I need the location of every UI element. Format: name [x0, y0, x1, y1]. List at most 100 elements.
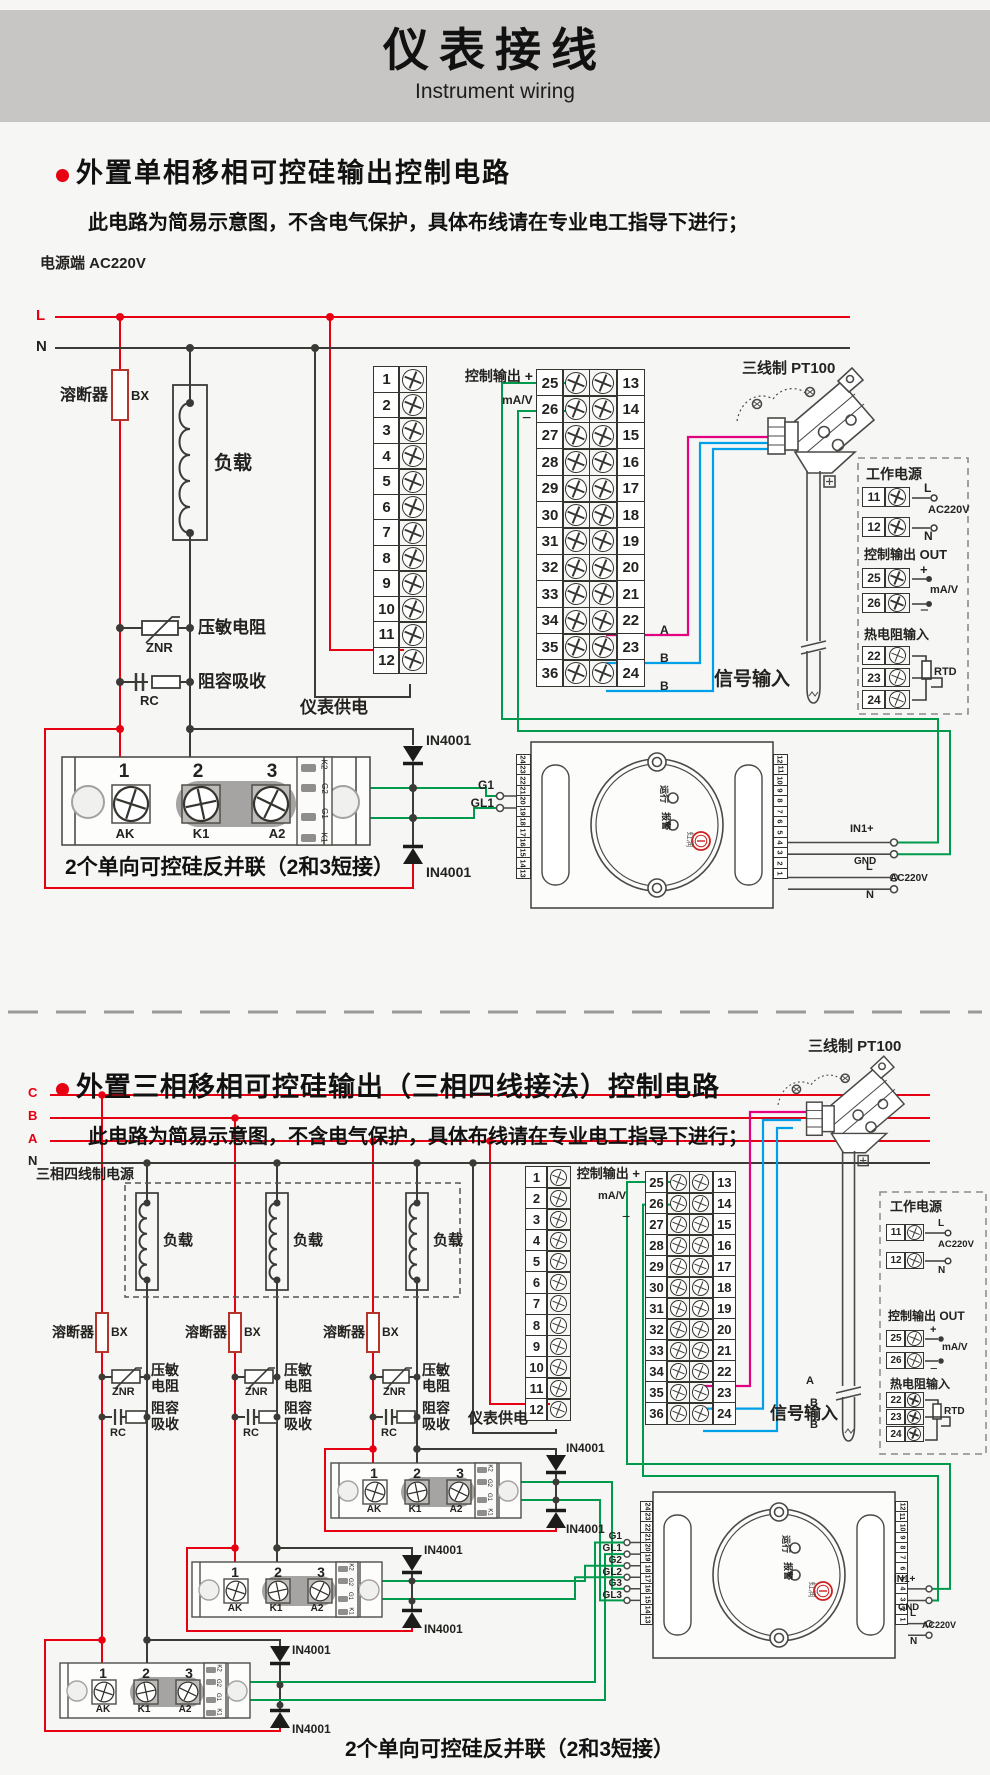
- s2-note: 此电路为简易示意图，不含电气保护，具体布线请在专业电工指导下进行；: [88, 1126, 748, 1148]
- s1-panel-row-11: 11: [862, 485, 911, 509]
- s2-fuse-code-3: BX: [382, 1325, 399, 1339]
- s2-fuse-code-2: BX: [244, 1325, 261, 1339]
- s1-panel-row-12: 12: [862, 515, 911, 539]
- terminal-screw-icon: [689, 1276, 712, 1299]
- terminal-screw-icon: [398, 441, 428, 471]
- terminal-screw-icon: [588, 421, 618, 451]
- terminal-row: 4: [373, 441, 428, 471]
- s2-fmod-in1: IN1+: [894, 1574, 916, 1585]
- s2-gate-gl1: GL1: [602, 1543, 622, 1554]
- s2-znr-icons: [111, 1367, 412, 1390]
- terminal-screw-icon: [667, 1318, 690, 1341]
- s2-znr-code-3: ZNR: [383, 1386, 406, 1398]
- s1-pt100-head: [736, 367, 875, 488]
- terminal-screw-icon: [588, 395, 618, 424]
- terminal-screw-icon: [398, 492, 428, 522]
- s1-power-label: 电源端 AC220V: [40, 255, 146, 272]
- terminal-row: 3: [525, 1208, 572, 1231]
- s1-gate-gl1: GL1: [470, 796, 494, 810]
- s1-diode-top: [401, 744, 425, 766]
- terminal-screw-icon: [667, 1360, 690, 1383]
- terminal-screw-icon: [667, 1339, 690, 1362]
- terminal-screw-icon: [547, 1398, 570, 1421]
- s1-fuse-icon: [111, 369, 129, 421]
- s2-panel-ctrl-out: 控制输出 OUT: [888, 1309, 965, 1323]
- terminal-screw-icon: [588, 632, 618, 662]
- s2-diode-t1-top: [268, 1644, 292, 1666]
- s1-green-wires: [314, 382, 951, 856]
- s2-fuse-label-1: 溶断器: [52, 1324, 94, 1340]
- terminal-row: 12: [525, 1398, 572, 1421]
- s2-fuse-label-2: 溶断器: [185, 1324, 227, 1340]
- terminal-screw-icon: [562, 447, 591, 477]
- terminal-screw-icon: [562, 553, 591, 583]
- terminal-screw-icon: [667, 1192, 690, 1215]
- terminal-screw-icon: [547, 1335, 570, 1358]
- terminal-screw-icon: [562, 527, 591, 556]
- terminal-screw-icon: [689, 1402, 712, 1425]
- s2-panel-work-power: 工作电源: [890, 1199, 943, 1214]
- s2-ctrl-out-plus: 控制输出 +: [576, 1166, 640, 1181]
- s1-fuse-label: 溶断器: [60, 387, 109, 404]
- terminal-row: 3: [373, 416, 428, 445]
- s1-junctions: [116, 313, 417, 822]
- terminal-screw-icon: [667, 1171, 690, 1194]
- s2-wire-b1: B: [810, 1397, 818, 1409]
- terminal-row: 6: [373, 492, 428, 522]
- terminal-screw-icon: [588, 474, 618, 503]
- s2-znr-code-1: ZNR: [112, 1386, 135, 1398]
- terminal-screw-icon: [667, 1213, 690, 1236]
- s2-firing-module: [652, 1491, 896, 1659]
- s1-minus: −: [522, 410, 532, 427]
- s1-fmod-gnd: GND: [854, 856, 877, 867]
- terminal-screw-icon: [547, 1250, 570, 1273]
- s1-title: 外置单相移相可控硅输出控制电路: [76, 158, 511, 188]
- s2-junctions: [98, 1091, 560, 1709]
- terminal-screw-icon: [588, 527, 618, 556]
- terminal-row: 7: [525, 1292, 572, 1316]
- s1-rc-label: 阻容吸收: [198, 672, 266, 691]
- s1-panel-row-25: 25: [862, 566, 911, 590]
- s2-diode-t1-bottom-label: IN4001: [292, 1722, 331, 1736]
- s2-panel-row-23: 23: [886, 1407, 925, 1427]
- terminal-screw-icon: [689, 1192, 712, 1215]
- s2-minus: −: [622, 1208, 631, 1224]
- s2-panel-mav: mA/V: [942, 1342, 968, 1353]
- terminal-screw-icon: [547, 1229, 570, 1252]
- s2-load-icons: [135, 1192, 429, 1291]
- s1-line-l: L: [36, 307, 46, 324]
- s2-load-box: [124, 1182, 461, 1298]
- s1-znr-code: ZNR: [146, 640, 173, 655]
- s1-fmod-ac: AC220V: [890, 873, 928, 884]
- s2-bullet-icon: [56, 1083, 69, 1096]
- s1-fmod-in1: IN1+: [850, 823, 874, 835]
- s2-line-c: C: [28, 1085, 38, 1100]
- s2-power-label: 三相四线制电源: [36, 1166, 134, 1182]
- s1-panel-rtd: RTD: [934, 666, 957, 678]
- s1-pt100-label: 三线制 PT100: [742, 360, 836, 377]
- s2-fmod-run: 运行: [781, 1535, 792, 1554]
- s1-ctrl-out-plus: 控制输出 +: [464, 368, 533, 384]
- s1-fmod-brand: 虹润: [685, 831, 695, 848]
- s2-load-label-2: 负载: [293, 1232, 324, 1249]
